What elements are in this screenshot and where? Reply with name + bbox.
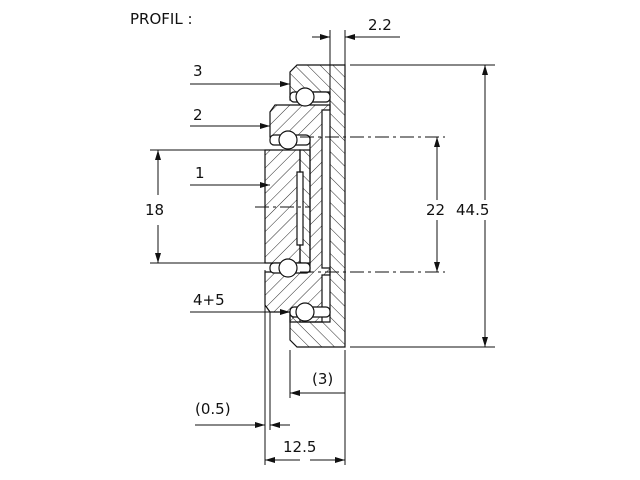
dim-offset: (3) [312, 370, 333, 388]
label-part-2: 2 [193, 106, 203, 124]
label-part-3: 3 [193, 62, 203, 80]
dim-gap: (0.5) [195, 400, 231, 418]
dim-total-height: 44.5 [456, 201, 489, 219]
dim-top-thickness: 2.2 [368, 16, 392, 34]
profile-title: PROFIL : [130, 10, 193, 28]
dim-left-height: 18 [145, 201, 164, 219]
label-parts-4-5: 4+5 [193, 291, 225, 309]
dim-total-width: 12.5 [283, 438, 316, 456]
label-part-1: 1 [195, 164, 205, 182]
dim-inner-height: 22 [426, 201, 445, 219]
ball-bearings [269, 87, 331, 322]
